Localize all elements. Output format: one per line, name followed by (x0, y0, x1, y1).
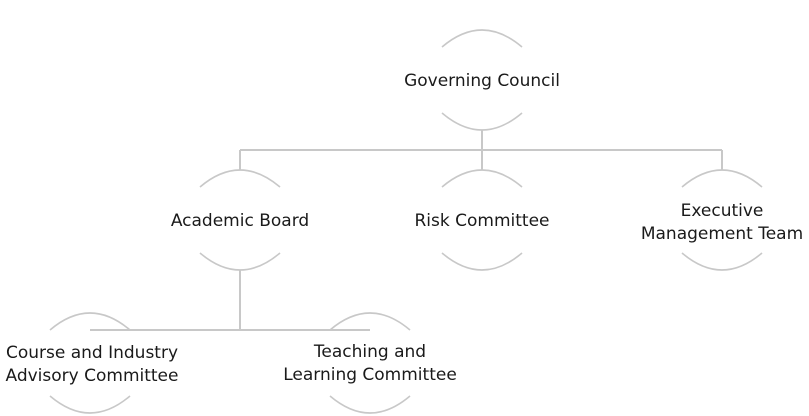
node-label-line: Learning Committee (283, 365, 457, 385)
node-label-line: Teaching and (313, 342, 426, 362)
node-teaching-learning-committee[interactable]: Teaching and Learning Committee (283, 312, 457, 414)
node-label-line: Risk Committee (414, 211, 549, 231)
node-label: Advisory Committee (6, 366, 179, 386)
node-top-arc (441, 169, 523, 188)
node-top-arc (49, 312, 131, 331)
node-course-industry-advisory-committee[interactable]: Course and Industry Advisory Committee (6, 312, 179, 414)
node-top-arc (681, 169, 763, 188)
node-label: Learning Committee (283, 365, 457, 385)
node-top-arc (199, 169, 281, 188)
node-label: Teaching and (313, 342, 426, 362)
node-label: Management Team (641, 224, 803, 244)
node-label: Executive (681, 201, 764, 221)
node-bottom-arc (329, 395, 411, 414)
node-label: Academic Board (171, 211, 309, 231)
node-label: Risk Committee (414, 211, 549, 231)
node-label-line: Management Team (641, 224, 803, 244)
node-top-arc (329, 312, 411, 331)
node-label-line: Advisory Committee (6, 366, 179, 386)
node-risk-committee[interactable]: Risk Committee (414, 169, 550, 271)
node-executive-management-team[interactable]: Executive Management Team (641, 169, 803, 271)
connectors (90, 130, 723, 331)
node-bottom-arc (441, 112, 523, 131)
node-bottom-arc (441, 252, 523, 271)
node-bottom-arc (681, 252, 763, 271)
node-academic-board[interactable]: Academic Board (171, 169, 309, 271)
node-label-line: Academic Board (171, 211, 309, 231)
node-label-line: Executive (681, 201, 764, 221)
node-label-line: Course and Industry (6, 343, 178, 363)
node-governing-council[interactable]: Governing Council (404, 29, 560, 131)
node-label: Governing Council (404, 71, 560, 91)
node-label-line: Governing Council (404, 71, 560, 91)
node-bottom-arc (49, 395, 131, 414)
node-top-arc (441, 29, 523, 48)
node-bottom-arc (199, 252, 281, 271)
node-label: Course and Industry (6, 343, 178, 363)
